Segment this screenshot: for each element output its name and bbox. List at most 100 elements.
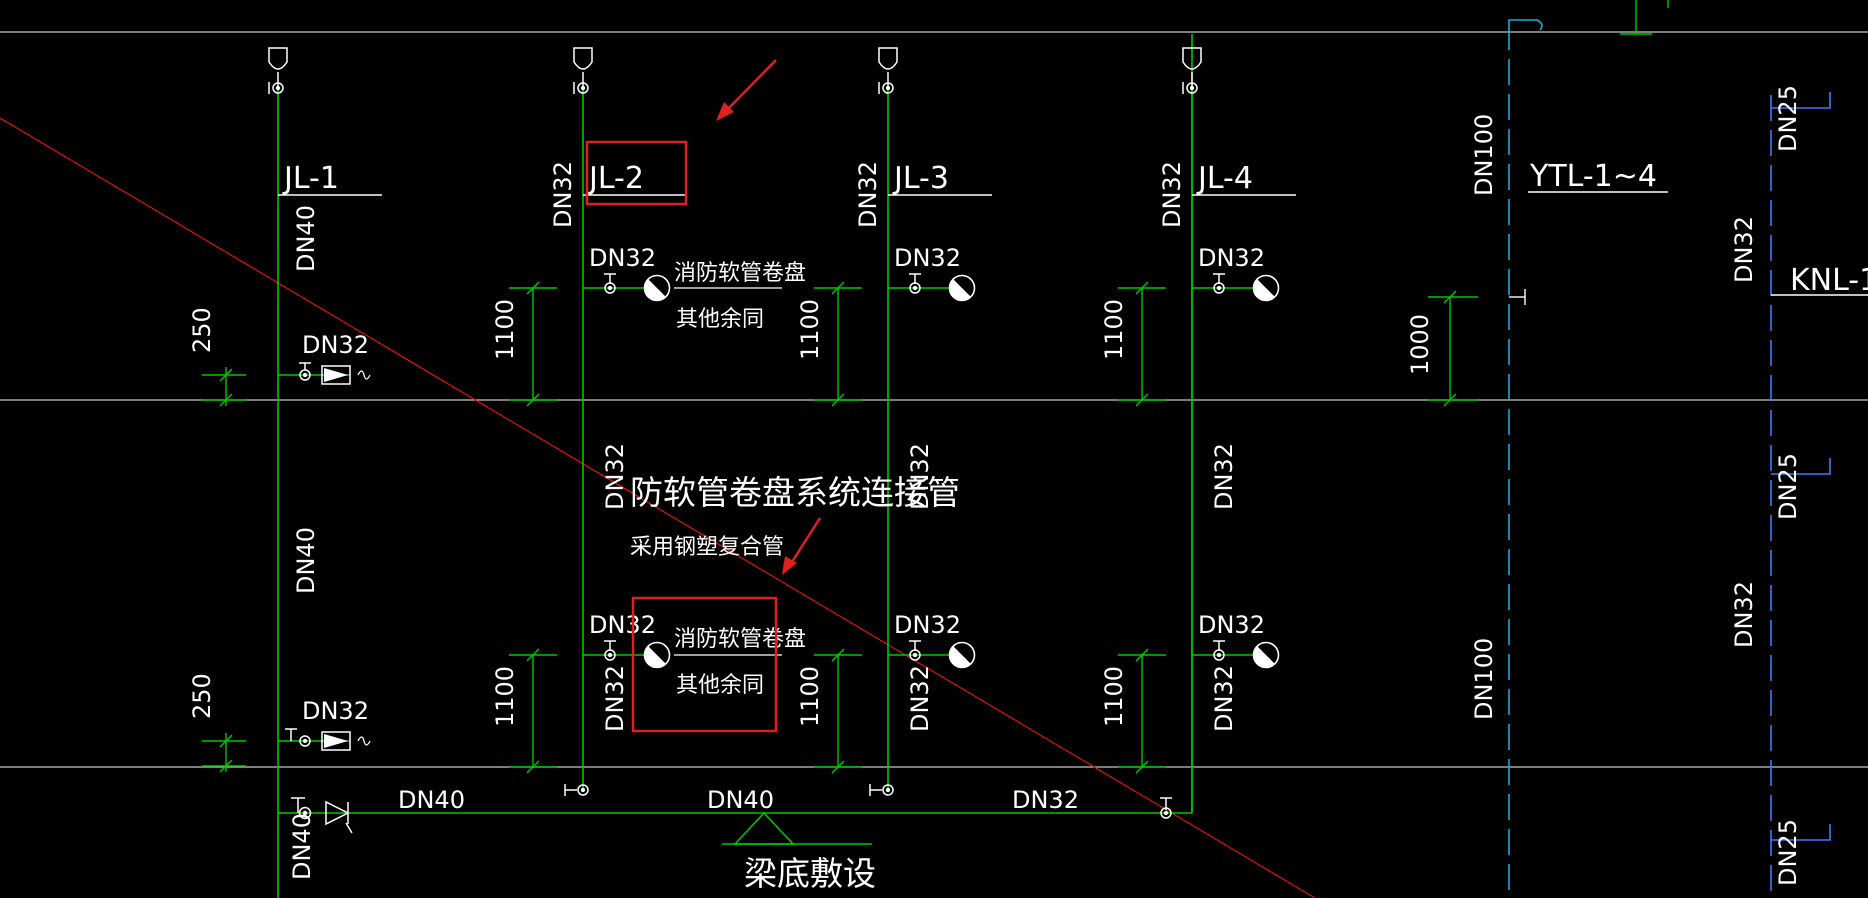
condensate-riser-label: KNL-1 <box>1790 263 1868 298</box>
tap-height-value: 250 <box>188 673 216 719</box>
tap-height-dimension <box>202 367 246 407</box>
reel-note-lower-line1: 消防软管卷盘 <box>674 627 806 652</box>
riser-size-upper-2: DN32 <box>549 161 577 228</box>
reel-height-value: 1100 <box>491 666 519 727</box>
condensate-size-lower: DN32 <box>1730 581 1758 648</box>
branch-size-label: DN32 <box>1198 244 1265 272</box>
tap-height-dimension <box>202 733 246 773</box>
hose-reel-icon <box>948 641 976 669</box>
hose-reel-icon <box>1252 641 1280 669</box>
gate-valve-icon <box>869 784 894 796</box>
branch-size-label: DN32 <box>894 244 961 272</box>
branch-size-label: DN32 <box>589 244 656 272</box>
hose-reel-group: DN32 1100 <box>491 244 671 407</box>
tap-height-value: 250 <box>188 307 216 353</box>
beam-note: 梁底敷设 <box>744 854 876 893</box>
gate-valve-icon <box>1213 273 1225 294</box>
riser-label-2: JL-2 <box>587 161 644 196</box>
branch-size-label: DN32 <box>589 611 656 639</box>
riser-size-mid-2: DN32 <box>601 443 629 510</box>
system-note-line2: 采用钢塑复合管 <box>630 535 784 560</box>
riser-size-lower-4: DN32 <box>1210 665 1238 732</box>
riser-size-upper-3: DN32 <box>854 161 882 228</box>
reel-height-dimension <box>814 648 862 774</box>
header-size-2: DN40 <box>707 786 774 814</box>
reel-height-dimension <box>814 281 862 407</box>
risers-layer: JL-1DN40DN40JL-2DN32DN32DN321100DN321100… <box>268 47 1296 898</box>
hose-tap-group: DN32 250 <box>188 307 371 407</box>
rain-riser-label: YTL-1~4 <box>1529 159 1657 194</box>
hose-reel-icon <box>948 274 976 302</box>
hose-reel-group: DN32 1100 <box>1100 611 1280 774</box>
hose-reel-icon <box>643 641 671 669</box>
header-size-3: DN32 <box>1012 786 1079 814</box>
reel-height-dimension <box>1118 648 1166 774</box>
reel-height-value: 1100 <box>1100 666 1128 727</box>
annotation-arrow-icon-2 <box>782 517 822 575</box>
gate-valve-icon <box>909 273 921 294</box>
gate-valve-icon <box>604 640 616 661</box>
hose-reel-group: DN32 1100 <box>796 611 976 774</box>
riser-size-upper-4: DN32 <box>1158 161 1186 228</box>
hose-tap-icon <box>321 731 371 751</box>
condensate-size-upper: DN32 <box>1730 216 1758 283</box>
reel-note-upper-line1: 消防软管卷盘 <box>674 261 806 286</box>
gate-valve-icon <box>285 728 311 747</box>
riser-label-4: JL-4 <box>1196 161 1253 196</box>
gate-valve-icon <box>299 362 311 381</box>
highlight-box-reel <box>631 596 778 733</box>
reel-note-lower: 消防软管卷盘 其他余同 <box>674 627 806 698</box>
gate-valve-icon <box>604 273 616 294</box>
red-diagonal-line <box>0 117 1316 898</box>
hose-reel-icon <box>643 274 671 302</box>
check-valve-icon <box>291 797 353 834</box>
reel-note-upper: 消防软管卷盘 其他余同 <box>674 261 806 332</box>
reel-height-value: 1100 <box>796 299 824 360</box>
riser-size-mid-3: DN32 <box>906 443 934 510</box>
main-header-pipe: DN40 DN40 DN32 梁底敷设 <box>278 34 1193 893</box>
system-note-line1: 防软管卷盘系统连接管 <box>630 473 960 512</box>
hose-reel-group: DN32 1100 <box>491 611 671 774</box>
reel-height-value: 1100 <box>796 666 824 727</box>
riser-size-mid-1: DN40 <box>292 527 320 594</box>
riser-size-upper-1: DN40 <box>292 205 320 272</box>
top-right-fragment <box>1620 0 1669 35</box>
reel-height-value: 1100 <box>1100 299 1128 360</box>
support-triangle-icon <box>722 811 872 845</box>
riser-size-mid-4: DN32 <box>1210 443 1238 510</box>
gate-valve-icon <box>1160 797 1172 819</box>
bottom-riser-size: DN40 <box>288 813 316 880</box>
condensate-branch-size-1: DN25 <box>1774 85 1802 152</box>
hose-reel-icon <box>1252 274 1280 302</box>
floor-lines <box>0 31 1868 768</box>
branch-size-label: DN32 <box>1198 611 1265 639</box>
hose-reel-group: DN32 1100 <box>1100 244 1280 407</box>
rain-riser: YTL-1~4 DN100 DN100 1000 <box>1406 19 1668 898</box>
tap-size-label: DN32 <box>302 331 369 359</box>
exhaust-valve-icon <box>878 47 898 94</box>
exhaust-valve-icon <box>268 47 288 94</box>
condensate-riser: DN25 DN25 DN25 DN32 DN32 KNL-1 <box>1730 85 1868 898</box>
gate-valve-icon <box>1213 640 1225 661</box>
highlight-box-jl2 <box>585 140 688 206</box>
rain-riser-size-lower: DN100 <box>1470 638 1498 720</box>
gate-valve-icon <box>564 784 589 796</box>
exhaust-valve-icon <box>573 47 593 94</box>
rain-riser-size-upper: DN100 <box>1470 114 1498 196</box>
condensate-branch-size-3: DN25 <box>1774 819 1802 886</box>
condensate-branch-size-2: DN25 <box>1774 453 1802 520</box>
header-size-1: DN40 <box>398 786 465 814</box>
riser-size-lower-2: DN32 <box>601 665 629 732</box>
branch-size-label: DN32 <box>894 611 961 639</box>
reel-note-lower-line2: 其他余同 <box>676 673 764 698</box>
riser-size-lower-3: DN32 <box>906 665 934 732</box>
reel-height-dimension <box>1118 281 1166 407</box>
reel-height-value: 1100 <box>491 299 519 360</box>
riser-label-1: JL-1 <box>282 161 339 196</box>
